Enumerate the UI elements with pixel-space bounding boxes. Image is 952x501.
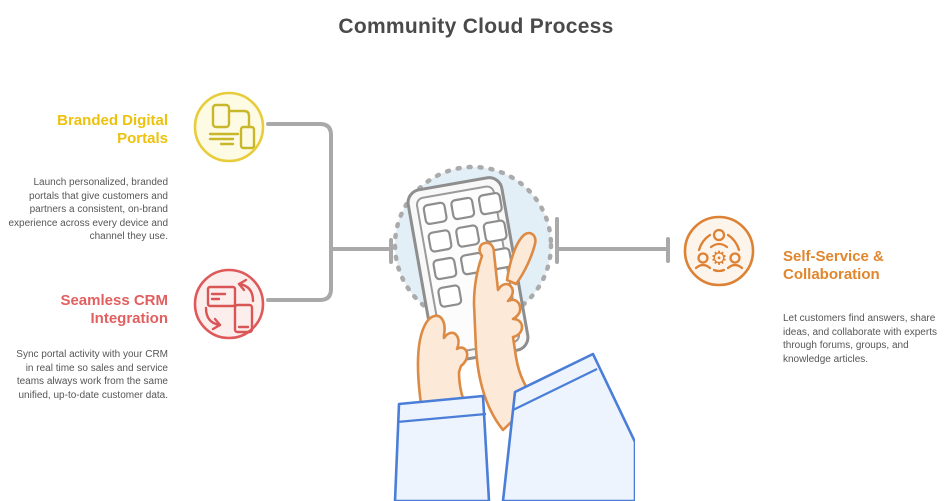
crm-card-glyph	[206, 285, 237, 308]
left-hand	[416, 314, 469, 406]
portals-heading: Branded Digital Portals	[57, 112, 168, 147]
tablet-glyph	[211, 103, 231, 129]
left-sleeve	[393, 394, 491, 501]
right-hand-thumb	[505, 231, 537, 286]
multi-device-portal-icon	[193, 91, 265, 163]
person-top-glyph	[712, 228, 726, 242]
person-right-glyph	[729, 252, 741, 264]
page-title: Community Cloud Process	[338, 15, 614, 38]
portals-description: Launch personalized, branded portals tha…	[8, 177, 168, 242]
left-bracket-connector	[266, 122, 333, 302]
people-gear-collaboration-icon: ⚙	[683, 215, 755, 287]
self-service-heading: Self-Service & Collaboration	[783, 248, 884, 283]
crm-heading: Seamless CRM Integration	[60, 292, 168, 327]
crm-sync-icon	[193, 268, 265, 340]
sync-arrow-top	[237, 282, 255, 303]
mobile-glyph	[233, 303, 254, 334]
hands-tapping-phone-illustration	[385, 152, 635, 501]
crm-description: Sync portal activity with your CRM in re…	[16, 349, 168, 401]
sync-arrow-bottom	[204, 306, 222, 327]
self-service-description: Let customers find answers, share ideas,…	[783, 313, 937, 365]
right-hand-pointing	[472, 241, 537, 432]
gear-icon: ⚙	[710, 248, 727, 270]
person-left-glyph	[697, 252, 709, 264]
phone-glyph	[239, 125, 256, 150]
right-sleeve	[501, 352, 635, 501]
